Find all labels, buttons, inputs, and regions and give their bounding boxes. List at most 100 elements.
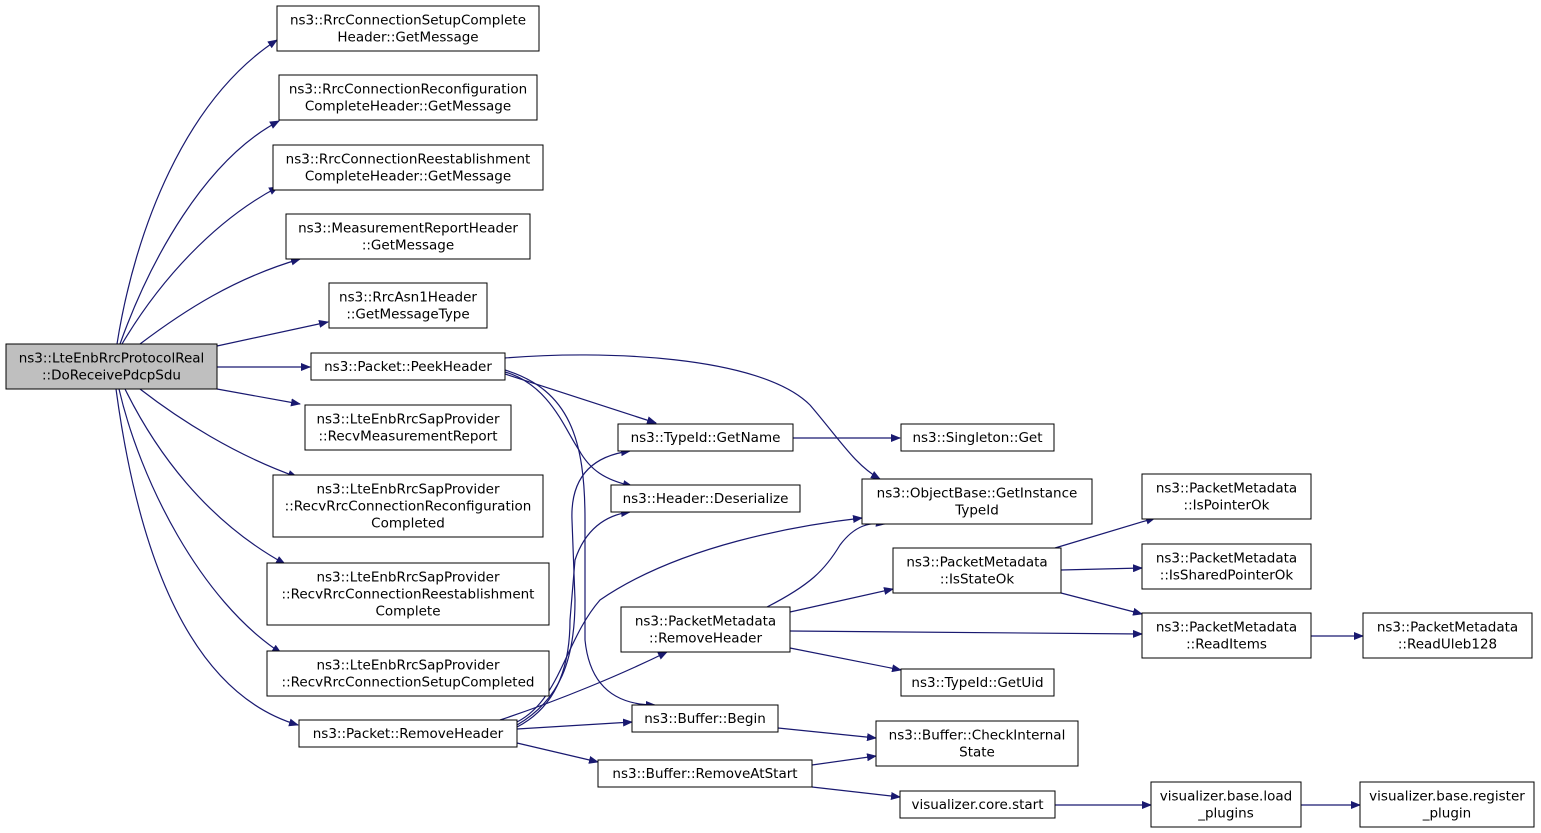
node-n3[interactable]: ns3::RrcConnectionReestablishmentComplet… (272, 144, 544, 191)
node-label: State (959, 745, 995, 761)
node-label: ns3::ObjectBase::GetInstance (877, 486, 1078, 502)
edge-n15-to-n21 (777, 727, 877, 742)
edge-n14-to-n25 (789, 629, 1143, 638)
node-label: ns3::Buffer::RemoveAtStart (612, 766, 797, 782)
node-label: ns3::RrcConnectionReconfiguration (289, 82, 527, 98)
node-box (266, 562, 550, 626)
node-n11[interactable]: ns3::Packet::RemoveHeader (298, 719, 518, 748)
node-label: ::RemoveHeader (649, 631, 762, 647)
node-n7[interactable]: ns3::LteEnbRrcSapProvider::RecvMeasureme… (304, 404, 512, 451)
edge-n6-to-n15 (504, 369, 656, 709)
edge-root-to-n8 (139, 388, 298, 478)
node-n10[interactable]: ns3::LteEnbRrcSapProvider::RecvRrcConnec… (266, 650, 550, 697)
node-n15[interactable]: ns3::Buffer::Begin (631, 704, 779, 733)
node-box (276, 5, 540, 52)
node-n1[interactable]: ns3::RrcConnectionSetupCompleteHeader::G… (276, 5, 540, 52)
node-n9[interactable]: ns3::LteEnbRrcSapProvider::RecvRrcConnec… (266, 562, 550, 626)
node-label: ns3::MeasurementReportHeader (298, 221, 518, 237)
node-n27[interactable]: visualizer.base.load_plugins (1150, 781, 1302, 828)
node-label: ns3::LteEnbRrcSapProvider (316, 570, 500, 586)
node-n25[interactable]: ns3::PacketMetadata::ReadItems (1141, 612, 1312, 659)
edge-n11-to-n15 (516, 718, 633, 730)
node-label: ns3::PacketMetadata (1377, 620, 1518, 636)
node-box (1141, 543, 1312, 590)
edge-root-to-n10 (118, 388, 282, 654)
edge-n19-to-n23 (1054, 516, 1156, 549)
node-label: ::IsSharedPointerOk (1160, 568, 1294, 584)
edge-n6-to-n18 (504, 354, 881, 480)
node-label: ns3::RrcConnectionReestablishment (286, 152, 531, 168)
node-label: ::GetMessage (362, 238, 454, 254)
node-label: TypeId (954, 503, 999, 519)
node-n28[interactable]: visualizer.base.register_plugin (1359, 781, 1535, 828)
node-label: ::RecvMeasurementReport (318, 429, 497, 445)
node-box (1150, 781, 1302, 828)
edge-root-to-n1 (116, 39, 278, 345)
node-n17[interactable]: ns3::Singleton::Get (900, 423, 1055, 452)
node-label: CompleteHeader::GetMessage (305, 99, 511, 115)
edge-n11-to-n14 (499, 651, 668, 721)
node-label: ns3::PacketMetadata (635, 614, 776, 630)
node-root[interactable]: ns3::LteEnbRrcProtocolReal::DoReceivePdc… (5, 343, 218, 390)
node-label: ns3::PacketMetadata (906, 555, 1047, 571)
edge-root-to-n5 (216, 319, 329, 347)
node-n24[interactable]: ns3::PacketMetadata::IsSharedPointerOk (1141, 543, 1312, 590)
node-label: ns3::Packet::RemoveHeader (313, 726, 504, 742)
node-box (861, 478, 1093, 525)
node-label: ns3::LteEnbRrcSapProvider (316, 658, 500, 674)
node-box (285, 213, 531, 260)
edge-n11-to-n16 (516, 742, 599, 764)
node-box (631, 704, 779, 733)
node-label: ns3::Header::Deserialize (623, 491, 789, 507)
edge-n19-to-n25 (1060, 592, 1143, 616)
node-box (1141, 612, 1312, 659)
edge-root-to-n3 (121, 186, 279, 345)
node-label: ns3::Packet::PeekHeader (324, 359, 492, 375)
node-box (1359, 781, 1535, 828)
edge-root-to-n11 (115, 388, 299, 727)
node-label: ns3::LteEnbRrcSapProvider (316, 412, 500, 428)
edge-n14-to-n20 (789, 647, 902, 673)
node-label: ns3::PacketMetadata (1156, 620, 1297, 636)
node-n6[interactable]: ns3::Packet::PeekHeader (310, 352, 506, 381)
node-label: ns3::LteEnbRrcProtocolReal (19, 351, 205, 367)
node-n14[interactable]: ns3::PacketMetadata::RemoveHeader (620, 606, 791, 653)
edge-n6-to-n13 (504, 371, 633, 488)
node-n2[interactable]: ns3::RrcConnectionReconfigurationComplet… (278, 74, 538, 121)
node-label: ns3::Singleton::Get (912, 430, 1042, 446)
node-label: Header::GetMessage (337, 30, 478, 46)
node-box (900, 668, 1055, 697)
node-n23[interactable]: ns3::PacketMetadata::IsPointerOk (1141, 473, 1312, 520)
node-label: visualizer.core.start (911, 797, 1043, 813)
edge-root-to-n7 (216, 388, 301, 407)
node-label: CompleteHeader::GetMessage (305, 169, 511, 185)
node-label: _plugins (1197, 806, 1254, 822)
node-n19[interactable]: ns3::PacketMetadata::IsStateOk (892, 547, 1062, 594)
node-box (1362, 612, 1533, 659)
node-n12[interactable]: ns3::TypeId::GetName (617, 423, 794, 452)
edge-n14-to-n19 (789, 587, 894, 613)
node-label: ::GetMessageType (346, 307, 469, 323)
node-n22[interactable]: visualizer.core.start (899, 790, 1056, 819)
node-box (272, 144, 544, 191)
node-n16[interactable]: ns3::Buffer::RemoveAtStart (597, 759, 813, 788)
node-n20[interactable]: ns3::TypeId::GetUid (900, 668, 1055, 697)
edge-root-to-n9 (124, 388, 286, 565)
node-n26[interactable]: ns3::PacketMetadata::ReadUleb128 (1362, 612, 1533, 659)
node-box (610, 484, 801, 513)
node-box (328, 282, 488, 329)
node-label: ::ReadUleb128 (1398, 637, 1497, 653)
node-n8[interactable]: ns3::LteEnbRrcSapProvider::RecvRrcConnec… (272, 474, 544, 538)
node-label: ns3::RrcAsn1Header (339, 290, 477, 306)
nodes-layer: ns3::LteEnbRrcProtocolReal::DoReceivePdc… (5, 5, 1535, 828)
node-n4[interactable]: ns3::MeasurementReportHeader::GetMessage (285, 213, 531, 260)
node-box (266, 650, 550, 697)
node-label: ns3::TypeId::GetName (631, 430, 781, 446)
node-label: ns3::LteEnbRrcSapProvider (316, 482, 500, 498)
node-label: Complete (375, 604, 440, 620)
node-n13[interactable]: ns3::Header::Deserialize (610, 484, 801, 513)
node-n5[interactable]: ns3::RrcAsn1Header::GetMessageType (328, 282, 488, 329)
